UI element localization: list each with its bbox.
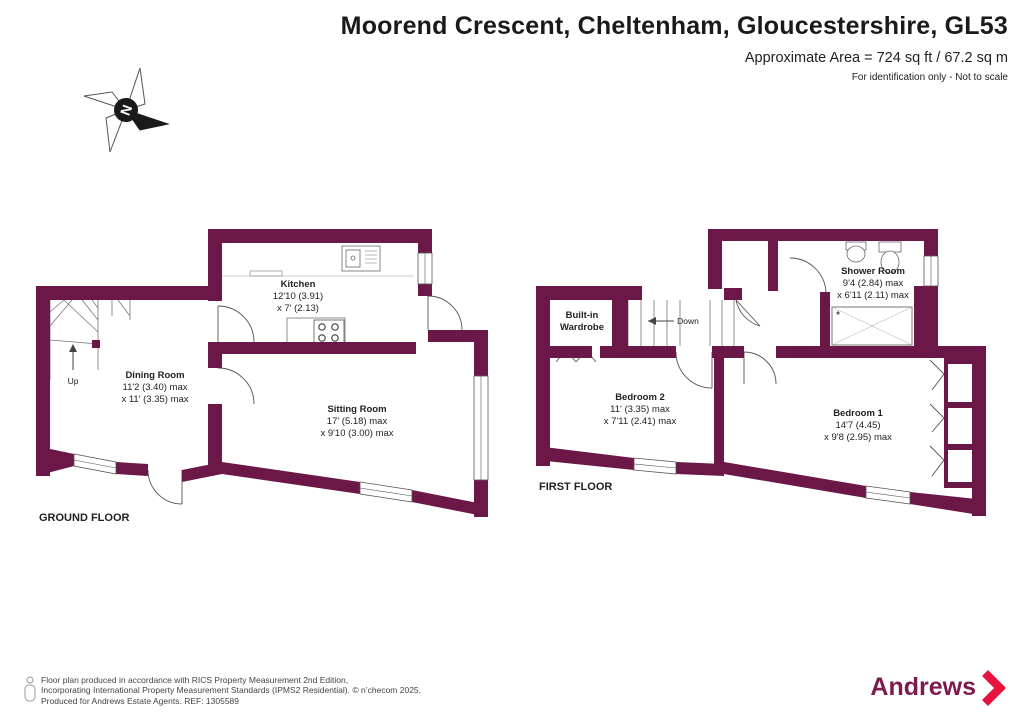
ground-floor-label: GROUND FLOOR [39, 512, 130, 524]
property-title: Moorend Crescent, Cheltenham, Gloucester… [340, 12, 1008, 40]
footer-ref: REF: 1305589 [184, 695, 240, 706]
stairs-ground [49, 299, 131, 380]
bed1-dim1: 14'7 (4.45) [835, 420, 880, 431]
first-floor-label: FIRST FLOOR [539, 481, 613, 493]
brand-chevron-icon [982, 670, 1006, 706]
sitting-name: Sitting Room [327, 404, 386, 415]
dining-dim2: x 11' (3.35) max [121, 394, 188, 405]
compass-icon: N [83, 67, 170, 153]
footer-line3: Produced for Andrews Estate Agents. [41, 695, 182, 706]
kitchen-dim2: x 7' (2.13) [277, 303, 319, 314]
footer-line1: Floor plan produced in accordance with R… [41, 674, 349, 685]
scale-note: For identification only - Not to scale [851, 72, 1008, 83]
hob-icon [313, 319, 345, 345]
bed1-dim2: x 9'8 (2.95) max [824, 432, 892, 443]
sitting-dim2: x 9'10 (3.00) max [320, 428, 393, 439]
dining-name: Dining Room [125, 370, 184, 381]
bed2-dim1: 11' (3.35) max [610, 404, 670, 415]
footer-line2: Incorporating International Property Mea… [41, 685, 350, 695]
up-label: Up [68, 376, 79, 386]
footer-text: Floor plan produced in accordance with R… [41, 675, 421, 707]
ground-walls [36, 229, 488, 517]
kitchen-dim1: 12'10 (3.91) [273, 291, 323, 302]
down-label: Down [677, 316, 699, 326]
shower-dim2: x 6'11 (2.11) max [837, 290, 909, 301]
approximate-area: Approximate Area = 724 sq ft / 67.2 sq m [744, 50, 1008, 66]
down-arrow-icon [648, 317, 656, 325]
footer-copyright: © n’checom 2025. [352, 685, 422, 695]
basin-icon [846, 245, 866, 263]
bed2-name: Bedroom 2 [615, 392, 665, 403]
toilet-icon [880, 250, 900, 274]
ground-floor-plan: Kitchen 12'10 (3.91) x 7' (2.13) Dining … [36, 229, 489, 517]
bed2-dim2: x 7'11 (2.41) max [604, 416, 677, 427]
bed1-name: Bedroom 1 [833, 408, 883, 419]
brand-logo: Andrews [870, 673, 976, 701]
first-floor-plan: Built-in Wardrobe Bedroom 2 11' (3.35) m… [536, 229, 986, 516]
up-arrow-icon [69, 344, 77, 352]
shower-dim1: 9'4 (2.84) max [843, 278, 904, 289]
shower-name: Shower Room [841, 266, 905, 277]
dining-dim1: 11'2 (3.40) max [122, 382, 187, 393]
wardrobe-name2: Wardrobe [560, 322, 604, 333]
kitchen-name: Kitchen [281, 279, 316, 290]
person-icon [24, 676, 36, 702]
first-walls [536, 229, 986, 516]
sitting-dim1: 17' (5.18) max [327, 416, 388, 427]
wardrobe-name1: Built-in [566, 310, 599, 321]
